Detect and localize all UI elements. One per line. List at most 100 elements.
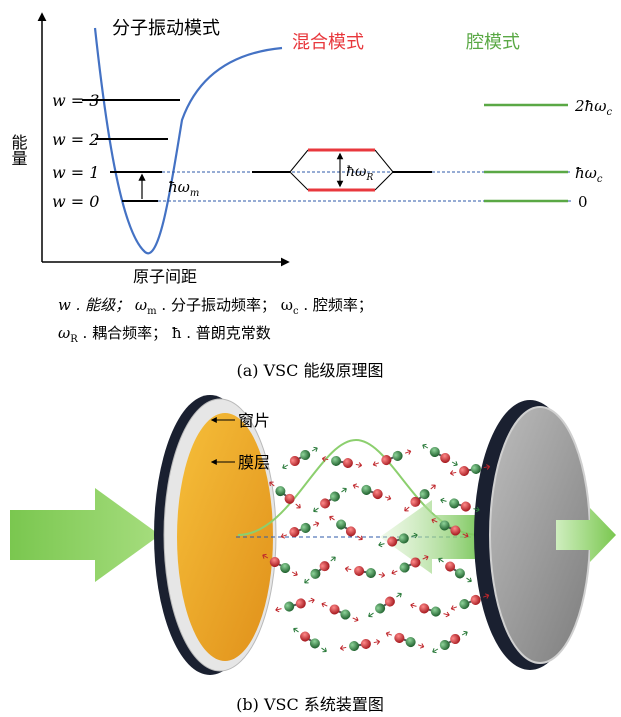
vibration-arrows (372, 449, 412, 467)
molecule-atom (439, 640, 450, 650)
molecule-atom (329, 491, 340, 502)
molecule-atom (384, 596, 395, 607)
vibration-arrows (410, 602, 450, 618)
molecule-atom (295, 598, 306, 609)
molecule-atom (342, 458, 353, 469)
molecule-atom (439, 520, 450, 531)
molecule-atom (445, 561, 456, 572)
molecule (410, 602, 450, 618)
x-axis-label: 原子间距 (133, 267, 197, 286)
molecule-atom (419, 489, 430, 500)
molecule (262, 553, 298, 577)
molecule-atom (349, 641, 360, 652)
vibration-arrows (368, 592, 402, 618)
molecule-atom (360, 638, 371, 649)
molecule (404, 484, 436, 512)
title-molecular: 分子振动模式 (112, 18, 220, 39)
molecule-atom (410, 557, 421, 568)
molecule-atom (398, 533, 409, 544)
molecule (378, 532, 418, 548)
caption-a: (a) VSC 能级原理图 (237, 361, 384, 380)
vibration-arrows (262, 553, 298, 577)
molecule-atom (449, 498, 460, 509)
vibration-arrows (275, 597, 315, 613)
molecule (391, 555, 429, 575)
molecule (385, 631, 425, 649)
molecule-atom (460, 501, 471, 512)
molecule-atom (470, 463, 481, 474)
molecule (321, 602, 359, 622)
molecules (262, 443, 491, 654)
vibration-arrows (378, 532, 418, 548)
molecule-atom (375, 603, 386, 614)
molecule-atom (405, 637, 416, 648)
vibration-arrows (282, 446, 318, 470)
vibration-arrows (385, 631, 425, 649)
molecule-atom (331, 455, 342, 466)
y-axis-label: 能量 (9, 134, 28, 166)
molecule-atom (429, 447, 440, 457)
molecule (293, 627, 327, 653)
vibration-arrows (321, 602, 359, 622)
molecule-atom (440, 453, 451, 463)
molecule-atom (300, 522, 311, 533)
legend-line-2: ωR . 耦合频率； ħ . 普朗克常数 (58, 324, 271, 345)
molecule (431, 518, 469, 538)
molecule (280, 521, 320, 539)
molecule-atom (419, 603, 430, 614)
hybrid-connector-ll (289, 171, 309, 191)
molecule-atom (289, 527, 300, 538)
molecule-atom (430, 606, 441, 617)
molecule-atom (300, 450, 311, 460)
vibration-arrows (432, 630, 468, 654)
vibration-arrows (431, 518, 469, 538)
molecule (275, 597, 315, 613)
label-window: 窗片 (238, 411, 270, 430)
molecule-atom (289, 456, 300, 466)
title-hybrid: 混合模式 (292, 32, 364, 53)
molecule-atom (372, 489, 383, 500)
molecule-atom (394, 632, 405, 643)
vibration-arrows (304, 556, 336, 584)
molecule-atom (345, 526, 356, 537)
energy-diagram: 能量 原子间距 w = 3 w = 2 w = 1 w = 0 ħωm 分子振动… (9, 12, 612, 380)
molecule-atom (269, 557, 280, 567)
legend-line-1: w . 能级； ωm . 分子振动频率； ωc . 腔频率； (58, 296, 373, 317)
molecule-atom (470, 594, 481, 605)
molecule (450, 593, 490, 611)
vibration-arrows (391, 555, 429, 575)
hybrid-connector-rl (374, 171, 394, 191)
potential-curve (93, 27, 283, 255)
molecule-atom (320, 498, 331, 509)
exit-beam-arrow (556, 508, 616, 562)
cavity-field-curve (237, 438, 481, 536)
molecule-atom (275, 486, 286, 497)
cavity-apparatus: 窗片 膜层 (b) VSC 系统装置图 (10, 395, 616, 714)
vibration-arrows (293, 627, 327, 653)
cavity-label-1: ħωc (575, 164, 603, 185)
molecule (329, 515, 363, 541)
label-w2: w = 2 (52, 130, 99, 149)
molecule-atom (387, 536, 398, 547)
molecule-atom (354, 565, 365, 576)
molecule (269, 481, 301, 509)
molecule-atom (361, 484, 372, 495)
label-w0: w = 0 (52, 192, 99, 211)
molecule-atom (284, 493, 295, 504)
molecule (372, 449, 412, 467)
vibration-arrows (329, 515, 363, 541)
molecule-atom (319, 561, 330, 572)
cavity-label-0: 0 (578, 193, 588, 211)
molecule (368, 592, 402, 618)
hybrid-connector-ru (374, 149, 394, 173)
label-film: 膜层 (238, 453, 270, 472)
cavity-label-2: 2ħωc (574, 97, 612, 118)
vibration-arrows (438, 557, 472, 583)
molecule-atom (340, 609, 351, 620)
label-w1: w = 1 (52, 163, 99, 182)
molecule (438, 557, 472, 583)
molecule (282, 446, 318, 470)
molecule (422, 443, 458, 467)
vibration-arrows (339, 639, 381, 651)
vibration-arrows (440, 497, 480, 513)
